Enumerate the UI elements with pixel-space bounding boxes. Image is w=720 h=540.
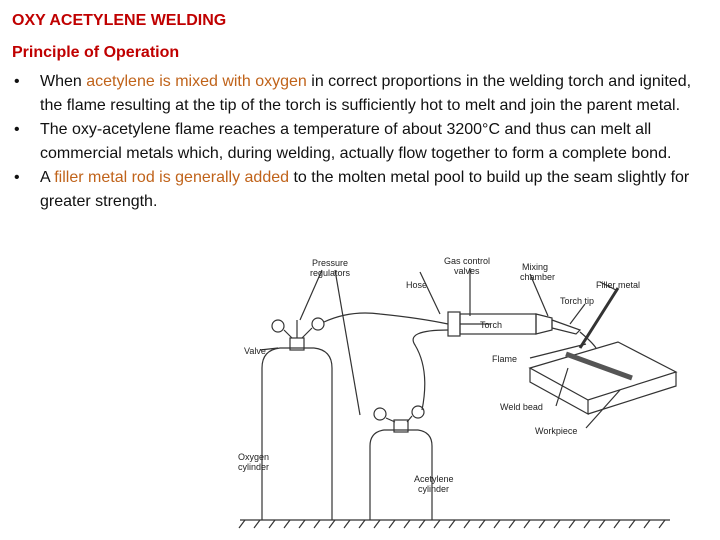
bullet-list: • When acetylene is mixed with oxygen in … <box>12 70 702 214</box>
label-flame: Flame <box>492 354 517 364</box>
oxygen-gauge-left <box>271 319 285 333</box>
label-torch: Torch <box>480 320 502 330</box>
bullet-point: • The oxy-acetylene flame reaches a tempe… <box>12 118 702 166</box>
acetylene-gauge-left <box>373 407 387 421</box>
bullet-text: A <box>40 169 55 186</box>
oxygen-cylinder <box>261 347 333 520</box>
acetylene-cylinder <box>369 429 433 520</box>
flame <box>579 331 597 349</box>
label-weld-bead: Weld bead <box>500 402 543 412</box>
label-filler-metal: Filler metal <box>596 280 640 290</box>
page-title: OXY ACETYLENE WELDING <box>12 12 227 29</box>
bullet-icon: • <box>14 121 20 138</box>
workpiece <box>528 341 678 401</box>
label-hose: Hose <box>406 280 427 290</box>
bullet-point: • When acetylene is mixed with oxygen in … <box>12 70 702 118</box>
label-valve: Valve <box>244 346 266 356</box>
weld-bead <box>565 351 633 381</box>
bullet-point: • A filler metal rod is generally added t… <box>12 166 702 214</box>
bullet-text: to the molten metal pool to build up the… <box>40 169 690 210</box>
section-subtitle: Principle of Operation <box>12 44 180 61</box>
gas-control-valves <box>447 311 461 337</box>
acetylene-valve <box>393 419 409 433</box>
label-torch-tip: Torch tip <box>560 296 594 306</box>
bullet-icon: • <box>14 73 20 90</box>
bullet-text: When <box>40 73 87 90</box>
torch-tip <box>551 319 582 335</box>
bullet-text: The oxy-acetylene flame reaches a temper… <box>40 121 672 162</box>
bullet-text: in correct proportions in the welding to… <box>40 73 692 114</box>
highlighted-phrase: acetylene is mixed with oxygen <box>86 73 307 90</box>
oxygen-hose <box>323 312 449 325</box>
acetylene-hose <box>412 329 449 411</box>
filler-metal-rod <box>578 287 620 349</box>
highlighted-phrase: filler metal rod is generally added <box>54 169 290 186</box>
mixing-chamber <box>535 313 553 335</box>
label-workpiece: Workpiece <box>535 426 577 436</box>
ground-hatch <box>238 519 666 529</box>
bullet-icon: • <box>14 169 20 186</box>
oxygen-gauge-right <box>311 317 325 331</box>
acetylene-gauge-right <box>411 405 425 419</box>
